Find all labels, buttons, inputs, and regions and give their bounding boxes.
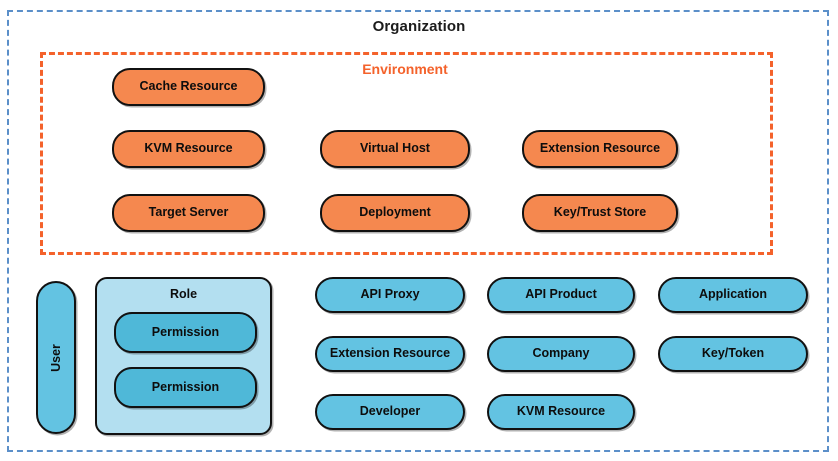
node-target-server-env[interactable]: Target Server xyxy=(112,194,265,232)
organization-container xyxy=(7,10,829,452)
node-permission-1-label: Permission xyxy=(151,324,220,339)
node-user[interactable]: User xyxy=(36,281,76,434)
node-extension-resource-org[interactable]: Extension Resource xyxy=(315,336,465,372)
node-virtual-host-env[interactable]: Virtual Host xyxy=(320,130,470,168)
node-cache-resource-env-label: Cache Resource xyxy=(139,79,238,94)
node-permission-2[interactable]: Permission xyxy=(114,367,257,408)
node-virtual-host-env-label: Virtual Host xyxy=(360,141,430,156)
node-extension-resource-env[interactable]: Extension Resource xyxy=(522,130,678,168)
node-api-proxy-org-label: API Proxy xyxy=(360,287,420,302)
organization-title: Organization xyxy=(372,18,466,35)
node-developer-org-label: Developer xyxy=(359,404,421,419)
node-cache-resource-env[interactable]: Cache Resource xyxy=(112,68,265,106)
node-role-label: Role xyxy=(169,287,198,301)
node-target-server-env-label: Target Server xyxy=(148,205,229,220)
node-key-token-org[interactable]: Key/Token xyxy=(658,336,808,372)
node-key-trust-store-env[interactable]: Key/Trust Store xyxy=(522,194,678,232)
node-application-org-label: Application xyxy=(698,287,768,302)
environment-container xyxy=(40,52,773,255)
node-extension-resource-org-label: Extension Resource xyxy=(329,346,451,361)
node-user-label: User xyxy=(49,343,63,372)
node-application-org[interactable]: Application xyxy=(658,277,808,313)
node-api-proxy-org[interactable]: API Proxy xyxy=(315,277,465,313)
node-kvm-resource-org[interactable]: KVM Resource xyxy=(487,394,635,430)
node-kvm-resource-org-label: KVM Resource xyxy=(516,404,606,419)
node-api-product-org-label: API Product xyxy=(525,287,597,302)
node-extension-resource-env-label: Extension Resource xyxy=(539,141,661,156)
node-permission-1[interactable]: Permission xyxy=(114,312,257,353)
node-company-org[interactable]: Company xyxy=(487,336,635,372)
environment-title: Environment xyxy=(362,61,448,77)
node-key-token-org-label: Key/Token xyxy=(701,346,765,361)
node-developer-org[interactable]: Developer xyxy=(315,394,465,430)
node-deployment-env-label: Deployment xyxy=(359,205,431,220)
node-key-trust-store-env-label: Key/Trust Store xyxy=(553,205,647,220)
node-deployment-env[interactable]: Deployment xyxy=(320,194,470,232)
node-company-org-label: Company xyxy=(532,346,590,361)
node-kvm-resource-env-label: KVM Resource xyxy=(144,141,233,156)
node-kvm-resource-env[interactable]: KVM Resource xyxy=(112,130,265,168)
node-api-product-org[interactable]: API Product xyxy=(487,277,635,313)
node-permission-2-label: Permission xyxy=(151,379,220,394)
